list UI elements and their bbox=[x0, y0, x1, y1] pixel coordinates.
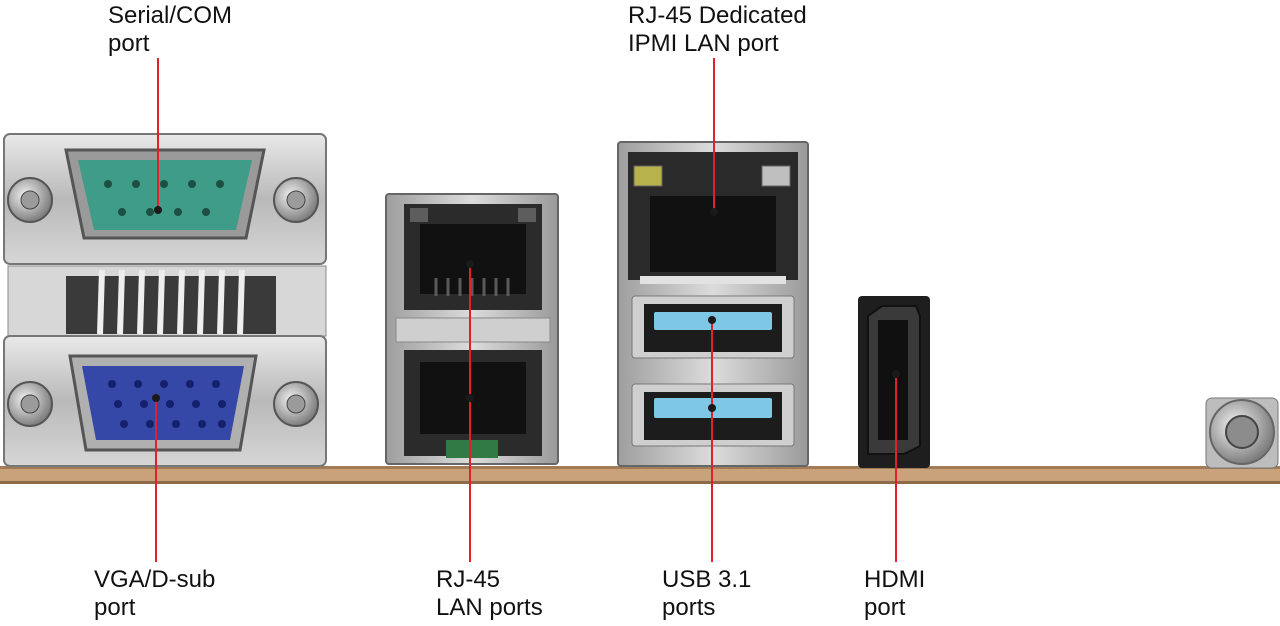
label-hdmi: HDMI port bbox=[864, 566, 925, 622]
label-ipmi-line1: RJ-45 Dedicated bbox=[628, 2, 807, 29]
serial-com-port bbox=[3, 133, 327, 265]
label-ipmi-lan: RJ-45 Dedicated IPMI LAN port bbox=[628, 2, 807, 58]
leader-lines bbox=[152, 58, 900, 562]
rj45-lan-ports bbox=[385, 193, 559, 465]
label-vga-dsub: VGA/D-sub port bbox=[94, 566, 215, 622]
label-usb: USB 3.1 ports bbox=[662, 566, 751, 622]
label-vga-line1: VGA/D-sub bbox=[94, 566, 216, 593]
label-hdmi-line1: HDMI bbox=[864, 566, 926, 593]
hdmi-port bbox=[858, 296, 930, 468]
label-ipmi-line2: IPMI LAN port bbox=[628, 30, 779, 57]
spacer-fins bbox=[7, 265, 327, 337]
label-usb-line1: USB 3.1 bbox=[662, 566, 752, 593]
standoff-screw-icon bbox=[1205, 397, 1279, 469]
label-rj45-line2: LAN ports bbox=[436, 594, 543, 621]
vga-dsub-port bbox=[3, 335, 327, 467]
label-vga-line2: port bbox=[94, 594, 136, 621]
label-rj45-lan: RJ-45 LAN ports bbox=[436, 566, 543, 622]
label-serial-line1: Serial/COM bbox=[108, 2, 233, 29]
label-serial-line2: port bbox=[108, 30, 150, 57]
label-serial-com: Serial/COM port bbox=[108, 2, 232, 58]
label-rj45-line1: RJ-45 bbox=[436, 566, 501, 593]
pcb-edge bbox=[0, 466, 1280, 484]
label-usb-line2: ports bbox=[662, 594, 716, 621]
label-hdmi-line2: port bbox=[864, 594, 906, 621]
